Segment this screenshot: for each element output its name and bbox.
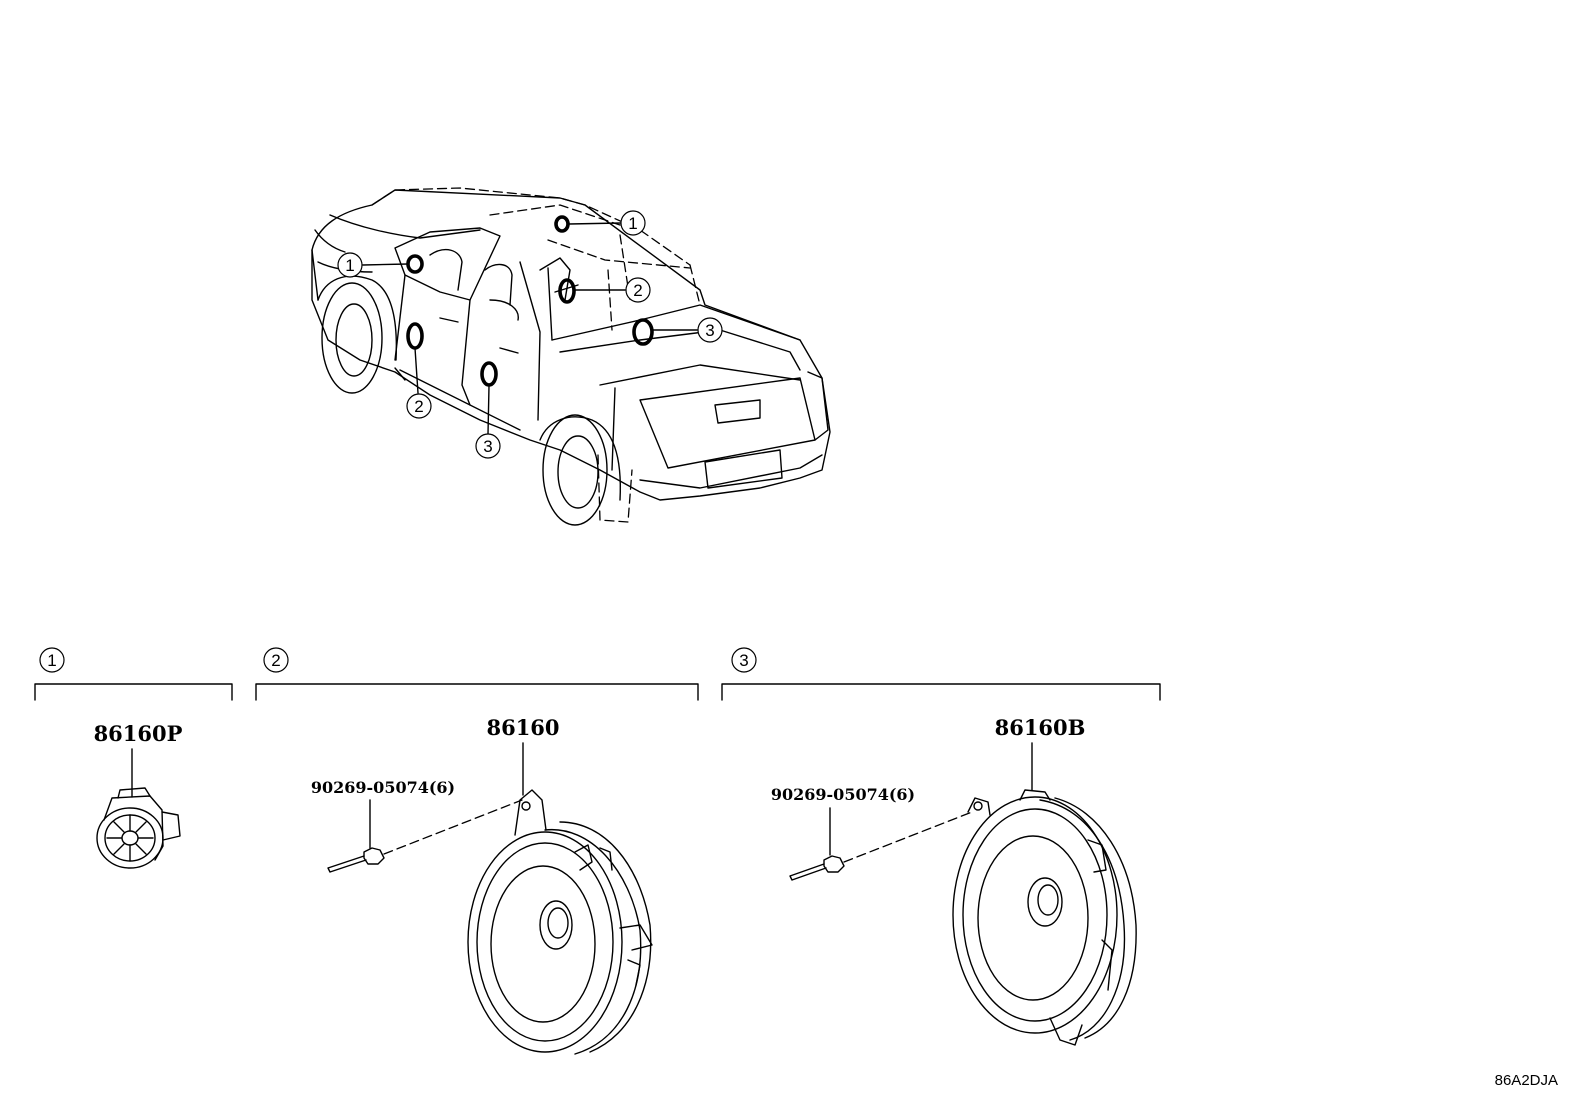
callout-label: 2 [414, 397, 423, 416]
section-2-number: 2 [271, 651, 280, 670]
callout-label: 3 [483, 437, 492, 456]
section-3-number-circle [731, 647, 757, 673]
location-mark-3-rear [632, 318, 654, 346]
speaker-86160-illustration [467, 789, 653, 1055]
part-number-86160B: 86160B [995, 715, 1086, 740]
location-mark-3-front [480, 361, 498, 387]
part-number-screw: 90269-05074(6) [771, 785, 915, 804]
callout-label: 2 [633, 281, 642, 300]
screw-illustration [327, 847, 385, 873]
section-1-bracket [34, 683, 233, 701]
tweeter-illustration [96, 787, 181, 869]
speaker-86160B-illustration [952, 789, 1137, 1046]
illustration-code: 86A2DJA [1495, 1072, 1558, 1089]
callout-label: 1 [628, 214, 637, 233]
location-mark-1-front [406, 254, 424, 274]
part-number-86160: 86160 [486, 715, 559, 740]
callout-1-rear: 1 [620, 210, 646, 236]
location-mark-1-rear [554, 215, 570, 233]
section-3-bracket [721, 683, 1161, 701]
section-1-number: 1 [47, 651, 56, 670]
section-2-bracket [255, 683, 699, 701]
screw-illustration [789, 855, 845, 881]
section-2-number-circle [263, 647, 289, 673]
callout-label: 3 [705, 321, 714, 340]
callout-2-rear: 2 [625, 277, 651, 303]
callout-1-front: 1 [337, 252, 363, 278]
vehicle-illustration [311, 187, 831, 526]
section-1: 1 86160P [34, 647, 233, 869]
location-mark-2-front [406, 322, 424, 350]
location-mark-2-rear [558, 278, 576, 304]
callout-3-rear: 3 [697, 317, 723, 343]
section-3: 3 86160B 90269-05074(6) [721, 647, 1161, 1046]
part-number-screw: 90269-05074(6) [311, 778, 455, 797]
section-2: 2 86160 90269-05074(6) [255, 647, 699, 1055]
leader-lines [362, 222, 698, 435]
speaker-locations [406, 215, 654, 387]
section-1-number-circle [39, 647, 65, 673]
part-number-86160P: 86160P [94, 721, 183, 746]
callout-3-front: 3 [475, 433, 501, 459]
callout-label: 1 [345, 256, 354, 275]
section-3-number: 3 [739, 651, 748, 670]
callout-2-front: 2 [406, 393, 432, 419]
vehicle-callouts: 1 1 2 2 3 3 [337, 210, 723, 459]
